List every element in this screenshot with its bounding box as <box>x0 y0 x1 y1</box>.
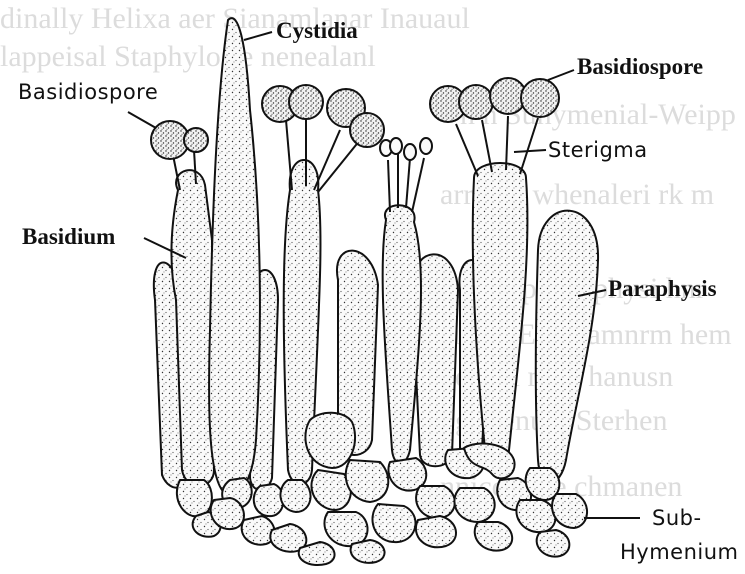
leader-basidiospore-left <box>128 112 156 128</box>
basidiospore <box>289 85 323 119</box>
label-basidiospore-right: Basidiospore <box>577 54 703 80</box>
sterigma <box>456 124 478 176</box>
sterigma <box>520 118 538 174</box>
young-spore <box>390 138 402 154</box>
sterigma <box>388 160 390 212</box>
label-cystidia: Cystidia <box>276 18 358 44</box>
basidiospore <box>521 79 559 117</box>
label-subhymenium-line1: Sub- <box>652 506 702 530</box>
cystidium <box>209 18 260 493</box>
label-basidiospore-left: Basidiospore <box>18 80 158 104</box>
paraphysis <box>536 211 598 483</box>
leader-sterigma <box>514 150 546 152</box>
sterigma <box>406 158 410 208</box>
label-paraphysis: Paraphysis <box>608 276 717 302</box>
basidium <box>383 205 421 463</box>
sterigma <box>506 116 508 170</box>
leader-cystidia <box>244 32 272 40</box>
label-basidium: Basidium <box>22 224 115 250</box>
label-subhymenium-line2: Hymenium <box>620 540 739 564</box>
young-spore <box>404 144 416 160</box>
label-sterigma: Sterigma <box>548 138 648 162</box>
basidiospore <box>350 113 384 147</box>
young-spore <box>420 138 432 154</box>
leader-basidiospore-right <box>548 70 574 80</box>
sterigma <box>412 158 424 212</box>
basidiospore <box>459 85 493 119</box>
basidiospore <box>184 128 208 152</box>
